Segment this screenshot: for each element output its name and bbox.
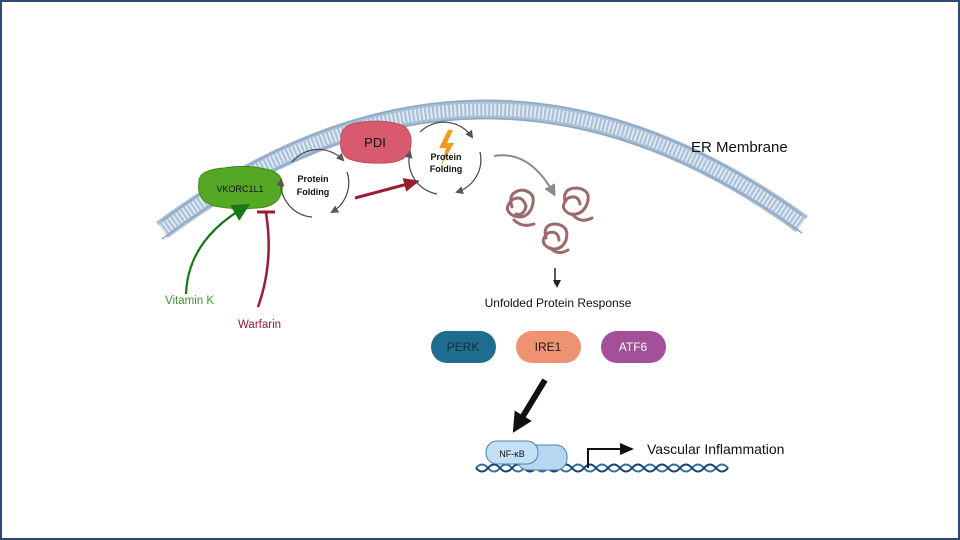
er-membrane-label: ER Membrane [691,139,788,156]
misfolding-arrow [493,154,556,197]
sensor-ire1-pill [516,331,581,363]
vascular-inflammation-label: Vascular Inflammation [647,441,784,457]
pdi-protein [340,120,412,164]
cycle-left-line1: Protein [297,174,328,184]
vkorc1l1-label: VKORC1L1 [216,184,263,194]
pdi-label: PDI [364,135,386,150]
nfkb-activation-arrow [512,378,548,433]
sensor-atf6-pill [601,331,666,363]
misfolded-protein-icon [506,186,594,255]
warfarin-inhibition-line [256,212,270,308]
warfarin-label: Warfarin [238,319,281,331]
lightning-icon [439,130,454,166]
cycle-left-line2: Folding [297,187,330,197]
sensor-ire1-label: IRE1 [535,340,562,354]
dna-helix-icon [475,463,729,473]
vitamin-k-activation-arrow [184,203,251,295]
sensor-perk-label: PERK [447,340,480,354]
protein-folding-cycle-right [404,121,482,195]
nfkb-complex [485,440,568,471]
protein-folding-cycle-left [276,148,350,218]
sensor-atf6-label: ATF6 [619,340,648,354]
vitamin-k-label: Vitamin K [165,295,214,307]
upr-label: Unfolded Protein Response [485,296,632,310]
transcription-arrow-icon [587,443,634,468]
upr-sensors: PERK IRE1 ATF6 [431,331,666,363]
pdi-transfer-arrow [354,178,420,200]
cycle-right-line2: Folding [430,164,463,174]
nfkb-label: NF-κB [499,449,525,459]
cycle-right-line1: Protein [430,152,461,162]
sensor-perk-pill [431,331,496,363]
